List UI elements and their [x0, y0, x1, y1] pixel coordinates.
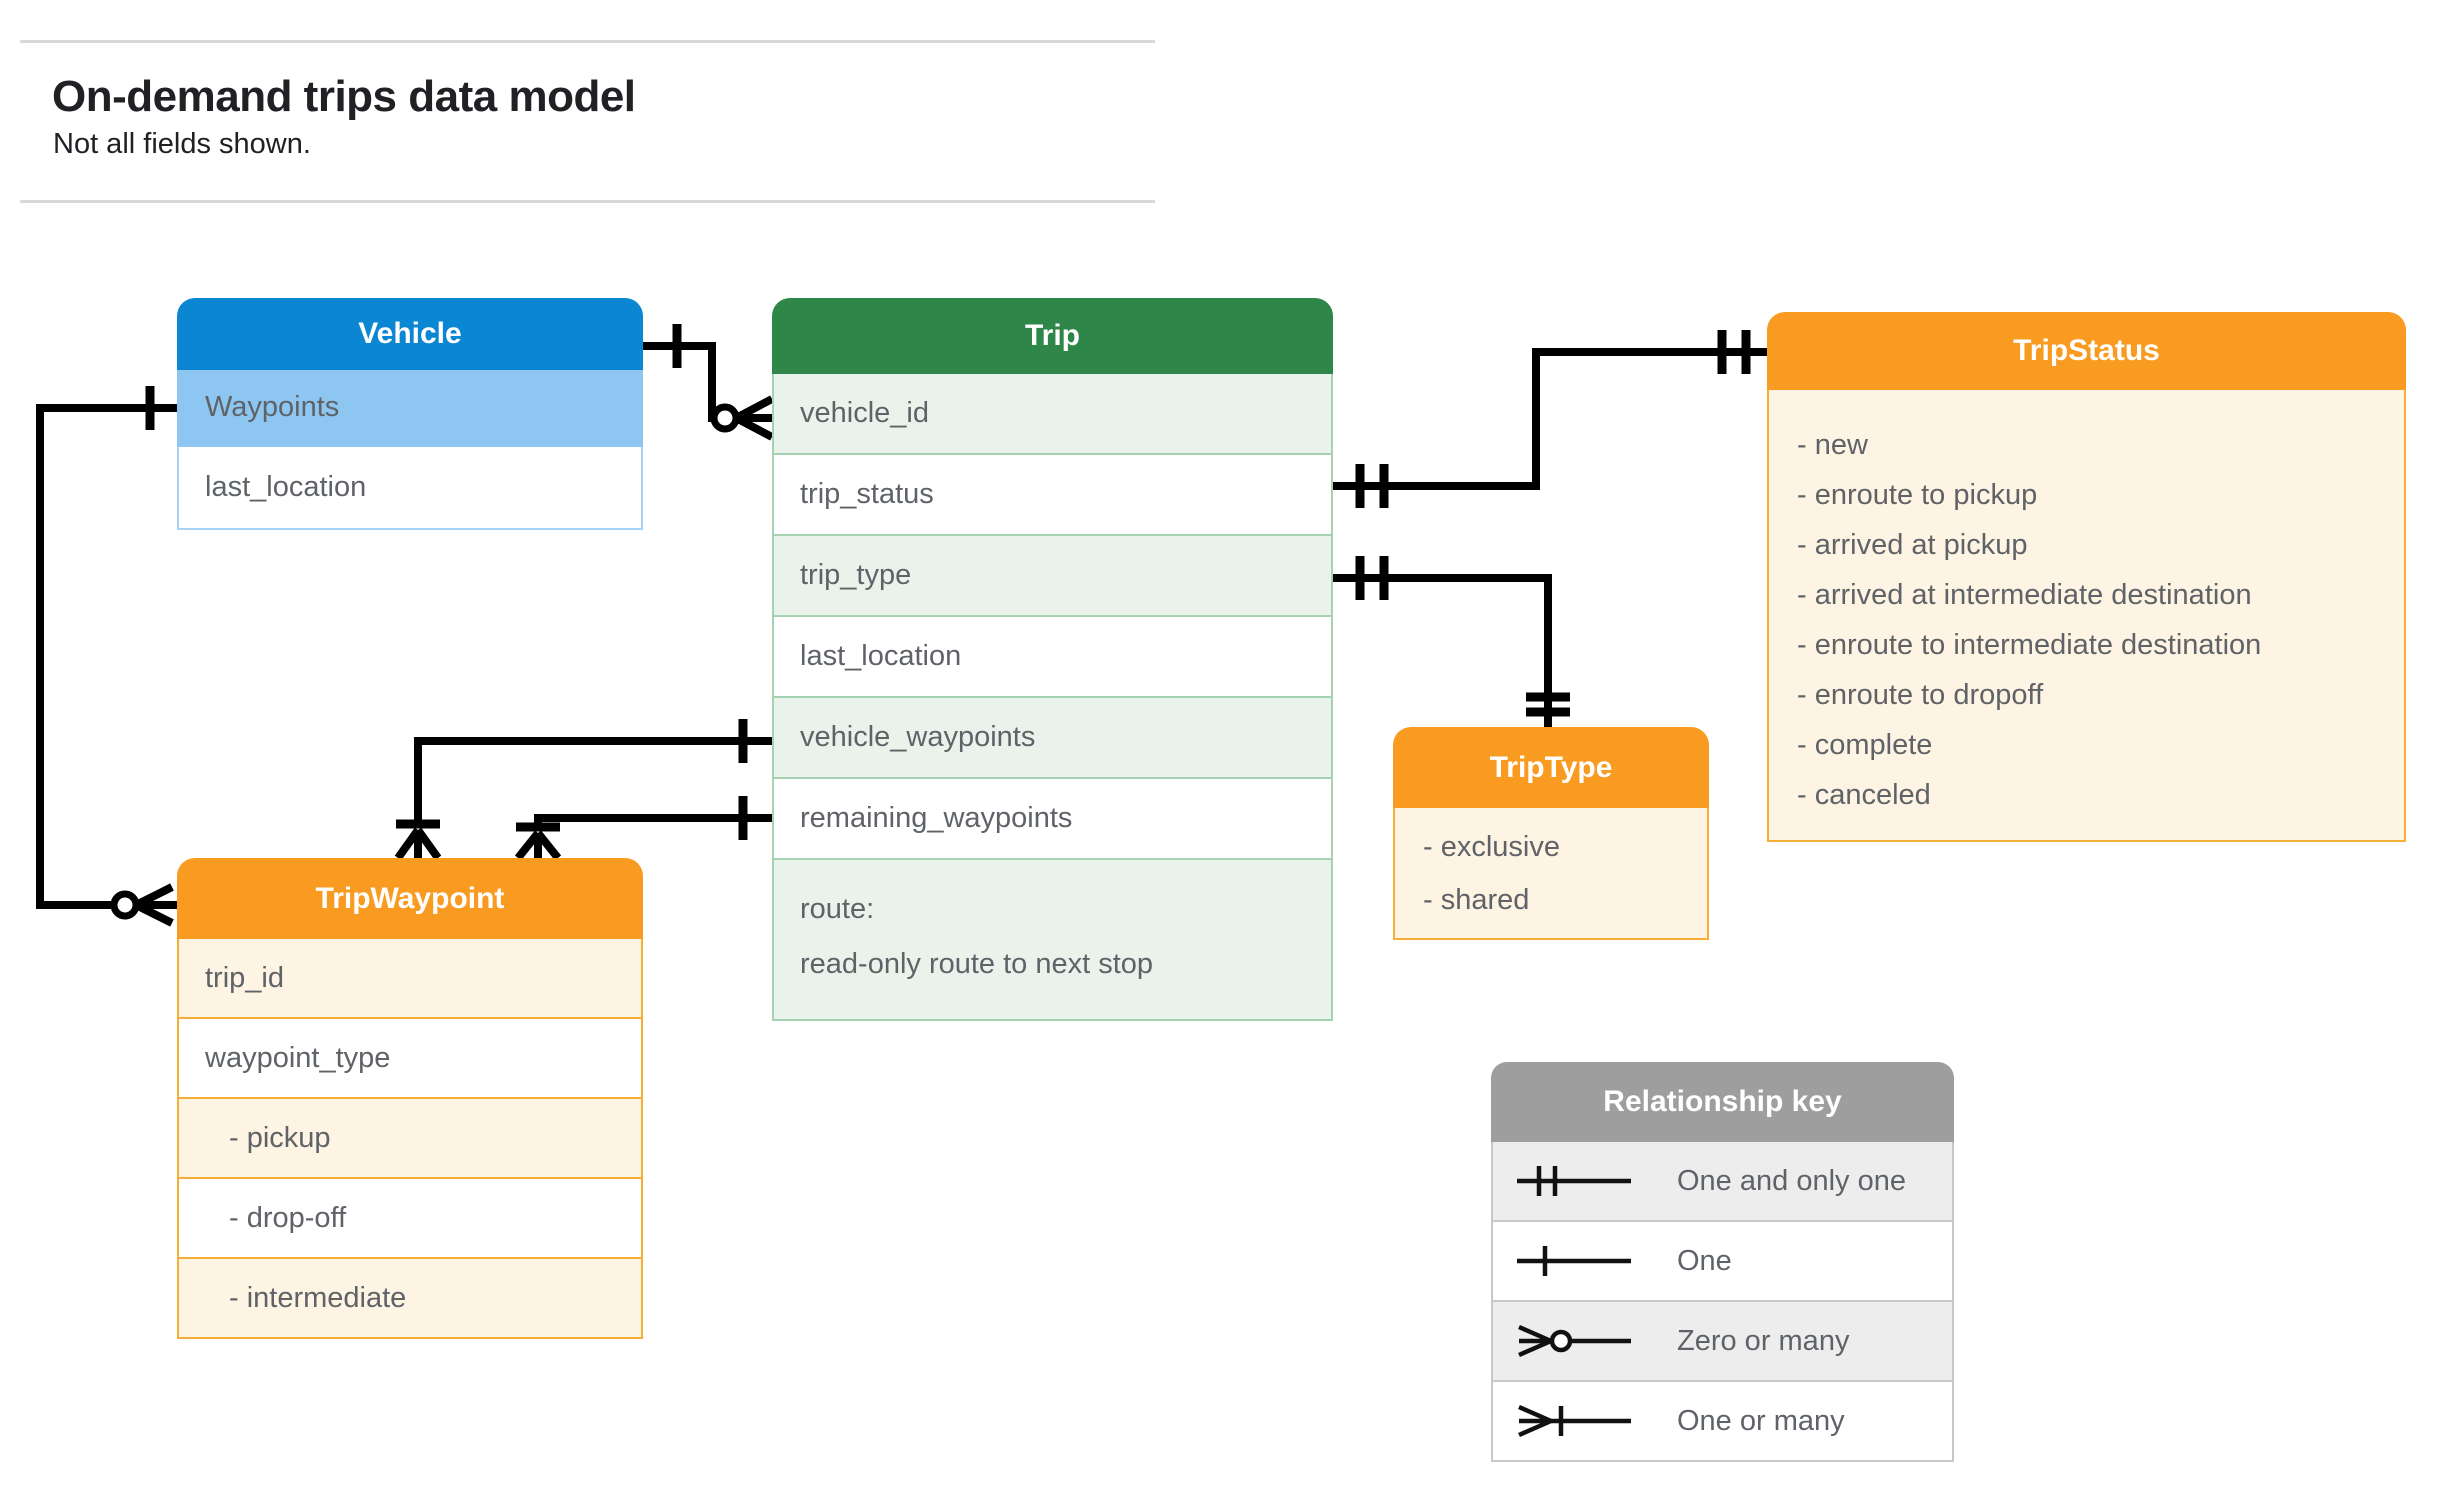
value-canceled: - canceled [1797, 779, 1931, 811]
page-title: On-demand trips data model [52, 72, 636, 121]
field-vehicle-waypoints: vehicle_waypoints [772, 698, 1333, 779]
value-new: - new [1797, 429, 1868, 461]
one-and-only-one-tick-icon [1355, 556, 1389, 600]
crow-foot-icon [394, 827, 442, 861]
tripstatus-values: - new - enroute to pickup - arrived at p… [1767, 390, 2406, 842]
legend-label: One and only one [1677, 1164, 1906, 1197]
field-last-location: last_location [177, 447, 643, 530]
one-and-only-one-tick-icon [1355, 464, 1389, 508]
legend-label: Zero or many [1677, 1324, 1850, 1357]
field-vehicle-id: vehicle_id [772, 374, 1333, 455]
zero-circle-icon [710, 403, 740, 433]
entity-header-triptype: TripType [1393, 727, 1709, 808]
connector-trip-tripstatus [1333, 330, 1767, 508]
zero-or-many-icon [1518, 1324, 1631, 1358]
entity-header-vehicle: Vehicle [177, 298, 643, 370]
value-pickup: - pickup [177, 1099, 643, 1179]
field-route-description: read-only route to next stop [800, 948, 1154, 980]
connector-trip-vehicle-waypoints [394, 719, 772, 861]
value-shared: - shared [1423, 884, 1530, 916]
connector-trip-triptype [1333, 556, 1570, 727]
zero-circle-icon [110, 890, 140, 920]
legend-label: One [1677, 1244, 1732, 1277]
legend-row-zero-or-many: Zero or many [1491, 1302, 1954, 1382]
one-and-only-one-tick-icon [1717, 330, 1751, 374]
value-arrived-at-pickup: - arrived at pickup [1797, 529, 2028, 561]
entity-header-trip: Trip [772, 298, 1333, 374]
value-exclusive: - exclusive [1423, 831, 1560, 863]
legend-label: One or many [1677, 1404, 1845, 1437]
entity-tripwaypoint: TripWaypoint trip_id waypoint_type - pic… [177, 858, 643, 1339]
entity-header-tripwaypoint: TripWaypoint [177, 858, 643, 939]
entity-header-tripstatus: TripStatus [1767, 312, 2406, 390]
relationship-key: Relationship key One and only one One [1491, 1062, 1954, 1462]
one-or-many-icon [1518, 1404, 1631, 1438]
field-remaining-waypoints: remaining_waypoints [772, 779, 1333, 860]
field-route-label: route: [800, 893, 875, 925]
divider-bottom [20, 200, 1155, 203]
value-enroute-to-intermediate-destination: - enroute to intermediate destination [1797, 629, 2262, 661]
field-route: route: read-only route to next stop [772, 860, 1333, 1021]
entity-vehicle: Vehicle Waypoints last_location [177, 298, 643, 530]
value-enroute-to-pickup: - enroute to pickup [1797, 479, 2038, 511]
field-trip-id: trip_id [177, 939, 643, 1019]
page-subtitle: Not all fields shown. [53, 128, 311, 160]
value-arrived-at-intermediate-destination: - arrived at intermediate destination [1797, 579, 2252, 611]
crow-foot-icon [734, 395, 774, 441]
field-waypoints: Waypoints [177, 370, 643, 447]
crow-foot-icon [514, 830, 562, 861]
field-waypoint-type: waypoint_type [177, 1019, 643, 1099]
triptype-values: - exclusive - shared [1393, 808, 1709, 940]
divider-top [20, 40, 1155, 43]
connector-vehicle-tripwaypoint [36, 386, 177, 927]
value-drop-off: - drop-off [177, 1179, 643, 1259]
one-and-only-one-icon [1517, 1166, 1631, 1196]
value-intermediate: - intermediate [177, 1259, 643, 1339]
one-and-only-one-tick-icon [1526, 692, 1570, 717]
legend-row-one-or-many: One or many [1491, 1382, 1954, 1462]
one-icon [1517, 1246, 1631, 1276]
relationship-key-header: Relationship key [1491, 1062, 1954, 1142]
crow-foot-icon [134, 883, 177, 927]
legend-row-one: One [1491, 1222, 1954, 1302]
field-last-location: last_location [772, 617, 1333, 698]
value-enroute-to-dropoff: - enroute to dropoff [1797, 679, 2044, 711]
field-trip-status: trip_status [772, 455, 1333, 536]
entity-trip: Trip vehicle_id trip_status trip_type la… [772, 298, 1333, 1021]
field-trip-type: trip_type [772, 536, 1333, 617]
connector-trip-remaining-waypoints [514, 796, 772, 861]
connector-vehicle-trip [643, 324, 774, 441]
legend-row-one-and-only-one: One and only one [1491, 1142, 1954, 1222]
entity-tripstatus: TripStatus - new - enroute to pickup - a… [1767, 312, 2406, 842]
value-complete: - complete [1797, 729, 1933, 761]
entity-triptype: TripType - exclusive - shared [1393, 727, 1709, 940]
